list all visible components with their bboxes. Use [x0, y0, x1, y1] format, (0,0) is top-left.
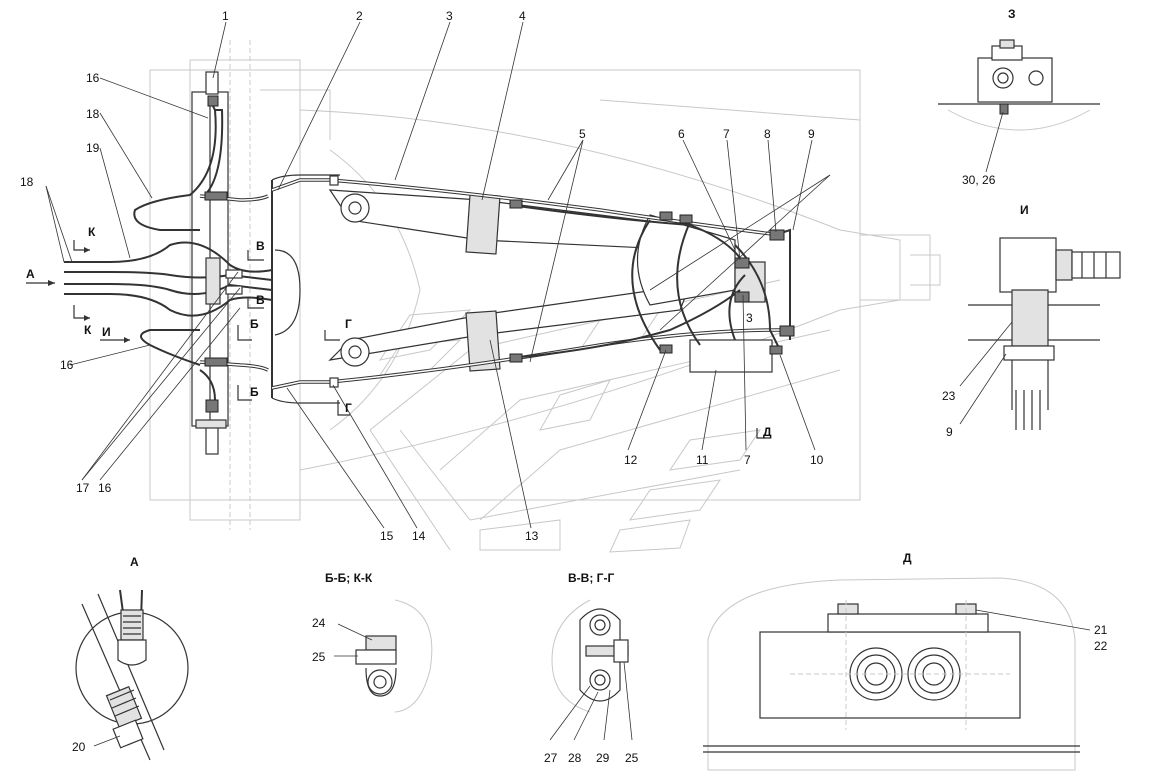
callout-11: 11	[696, 453, 709, 467]
callout-16-c: 16	[98, 481, 112, 495]
detail-z: З 30, 26	[938, 7, 1100, 187]
callout-14: 14	[412, 529, 426, 543]
view-arrows	[26, 240, 770, 439]
section-bb-callout-24: 24	[312, 616, 326, 630]
callout-15: 15	[380, 529, 394, 543]
leader-lines	[45, 21, 831, 529]
detail-d-callout-22: 22	[1094, 639, 1108, 653]
detail-i-callout-9: 9	[946, 425, 953, 439]
callout-18-a: 18	[86, 107, 100, 121]
section-bb-kk: Б-Б; К-К 24 25	[312, 571, 433, 713]
view-label-d: Д	[763, 425, 772, 439]
view-label-g1: Г	[345, 317, 352, 331]
main-callouts: 1 2 3 4 5 6 7 8 9 18 19 16 18 16 17 16 1…	[20, 9, 824, 543]
detail-d-callout-21: 21	[1094, 623, 1108, 637]
view-label-b1: Б	[250, 317, 259, 331]
view-label-v1: В	[256, 239, 265, 253]
lift-arms	[328, 189, 773, 373]
section-vv-callout-25: 25	[625, 751, 639, 765]
callout-18-b: 18	[20, 175, 34, 189]
detail-a-callout-20: 20	[72, 740, 86, 754]
callout-19: 19	[86, 141, 100, 155]
view-label-a: А	[26, 267, 35, 281]
callout-13: 13	[525, 529, 539, 543]
ghost-outline	[149, 40, 941, 553]
callout-3-b: 3	[746, 311, 753, 325]
detail-i: И 23 9	[942, 203, 1121, 439]
view-label-b2: Б	[250, 385, 259, 399]
callout-2: 2	[356, 9, 363, 23]
section-vv-gg-title: В-В; Г-Г	[568, 571, 614, 585]
section-vv-gg: В-В; Г-Г 27 28 29 25	[544, 571, 639, 765]
callout-16-a: 16	[86, 71, 100, 85]
view-label-k2: К	[84, 323, 92, 337]
detail-i-callout-23: 23	[942, 389, 956, 403]
callout-17: 17	[76, 481, 90, 495]
view-label-i: И	[102, 325, 111, 339]
callout-7-b: 7	[744, 453, 751, 467]
detail-z-callout: 30, 26	[962, 173, 996, 187]
view-label-k1: К	[88, 225, 96, 239]
callout-9: 9	[808, 127, 815, 141]
callout-3: 3	[446, 9, 453, 23]
view-label-v2: В	[256, 293, 265, 307]
view-label-g2: Г	[345, 401, 352, 415]
detail-a: А 20	[72, 555, 189, 761]
callout-12: 12	[624, 453, 638, 467]
section-bb-callout-25: 25	[312, 650, 326, 664]
section-vv-callout-28: 28	[568, 751, 582, 765]
section-bb-kk-title: Б-Б; К-К	[325, 571, 373, 585]
detail-i-title: И	[1020, 203, 1029, 217]
callout-8: 8	[764, 127, 771, 141]
callout-1: 1	[222, 9, 229, 23]
callout-10: 10	[810, 453, 824, 467]
detail-z-title: З	[1008, 7, 1016, 21]
detail-a-title: А	[130, 555, 139, 569]
hydraulic-pipes	[64, 95, 795, 413]
callout-16-b: 16	[60, 358, 74, 372]
callout-7: 7	[723, 127, 730, 141]
section-vv-callout-29: 29	[596, 751, 610, 765]
callout-4: 4	[519, 9, 526, 23]
detail-d: Д 21 22	[703, 551, 1108, 771]
detail-d-title: Д	[903, 551, 912, 565]
callout-6: 6	[678, 127, 685, 141]
section-vv-callout-27: 27	[544, 751, 558, 765]
callout-5: 5	[579, 127, 586, 141]
